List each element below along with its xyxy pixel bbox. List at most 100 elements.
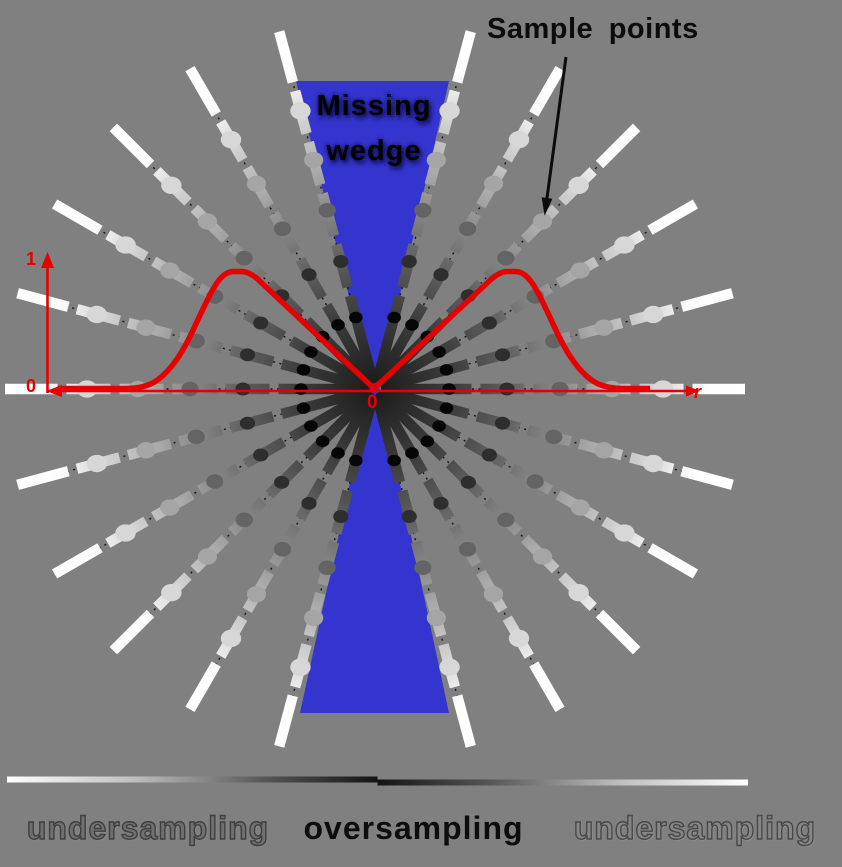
sample-point-dot bbox=[458, 541, 477, 557]
sample-point-dot bbox=[414, 560, 432, 576]
sample-point-dots bbox=[76, 102, 674, 676]
sample-point-dot bbox=[532, 548, 553, 565]
sample-point-dot bbox=[86, 454, 108, 473]
oversampling-label: oversampling bbox=[303, 810, 524, 846]
missing-wedge-line1: Missing bbox=[316, 90, 432, 122]
sample-point-dot bbox=[290, 102, 311, 120]
sample-point-dot bbox=[273, 541, 292, 557]
sample-point-dot bbox=[497, 512, 515, 528]
origin-label: 0 bbox=[367, 392, 378, 413]
sample-point-dot bbox=[508, 130, 530, 149]
sample-point-dot bbox=[181, 381, 199, 397]
sample-point-dot bbox=[315, 435, 330, 448]
sample-points-arrow bbox=[541, 56, 568, 216]
sample-point-dot bbox=[304, 346, 318, 358]
sample-point-dot bbox=[442, 383, 456, 395]
frequency-axis-arrow-right bbox=[686, 385, 700, 397]
sample-point-dot bbox=[197, 548, 218, 565]
sample-point-dot bbox=[115, 236, 136, 254]
sample-point-dot bbox=[433, 496, 449, 510]
undersampling-left-label: undersampling bbox=[26, 809, 270, 846]
sample-point-dot bbox=[439, 658, 460, 676]
sample-point-dot bbox=[161, 583, 182, 602]
sample-points-arrow-line bbox=[545, 56, 568, 199]
sample-point-dot bbox=[614, 236, 635, 254]
sample-point-dot bbox=[301, 496, 317, 510]
sample-point-dot bbox=[304, 420, 318, 432]
gradient-bar-right bbox=[377, 779, 748, 786]
sample-point-dot bbox=[432, 346, 446, 358]
sample-point-dot bbox=[86, 305, 108, 324]
sample-point-dot bbox=[136, 442, 156, 459]
sample-point-dot bbox=[160, 499, 180, 516]
sample-point-dot bbox=[460, 475, 476, 489]
undersampling-right-label: undersampling bbox=[573, 809, 817, 846]
sample-point-dot bbox=[458, 221, 477, 237]
sample-point-dot bbox=[481, 448, 497, 462]
sample-point-dot bbox=[239, 348, 256, 362]
sample-point-dot bbox=[161, 176, 182, 195]
sample-point-dot bbox=[331, 447, 345, 459]
sample-point-dot bbox=[545, 429, 563, 445]
sample-point-dot bbox=[426, 151, 446, 169]
y-axis-tick-0: 0 bbox=[26, 376, 37, 396]
sample-point-dot bbox=[220, 629, 242, 648]
sample-point-dot bbox=[246, 586, 267, 603]
sample-point-dot bbox=[115, 524, 136, 542]
sample-point-dot bbox=[331, 319, 345, 331]
sample-point-dot bbox=[387, 311, 401, 324]
sample-point-dot bbox=[551, 381, 569, 397]
sample-point-dot bbox=[420, 435, 435, 448]
sample-point-dot bbox=[273, 221, 292, 237]
sample-points-label: Sample points bbox=[487, 13, 699, 45]
sample-point-dot bbox=[494, 416, 511, 430]
density-curve-left bbox=[58, 268, 376, 392]
sample-point-dot bbox=[414, 202, 432, 218]
sample-point-dot bbox=[349, 311, 363, 324]
sample-point-dot bbox=[499, 382, 515, 396]
sample-point-dot bbox=[401, 510, 417, 523]
sample-point-dot bbox=[405, 319, 419, 331]
missing-wedge-label: Missing wedge bbox=[286, 84, 462, 174]
sample-point-dot bbox=[253, 448, 269, 462]
sample-point-dot bbox=[433, 268, 449, 282]
sample-point-dot bbox=[568, 176, 589, 195]
sample-point-dot bbox=[333, 255, 349, 268]
sample-point-dot bbox=[301, 268, 317, 282]
sample-point-dot bbox=[235, 512, 253, 528]
sample-point-dot bbox=[290, 658, 311, 676]
sample-point-dot bbox=[197, 213, 218, 230]
missing-wedge-line2: wedge bbox=[326, 135, 422, 167]
density-y-axis-arrow bbox=[41, 252, 54, 268]
sample-point-dot bbox=[483, 175, 504, 192]
sample-point-dot bbox=[526, 474, 544, 489]
sample-point-dot bbox=[532, 213, 553, 230]
y-axis-tick-1: 1 bbox=[26, 249, 37, 269]
sample-point-dot bbox=[568, 583, 589, 602]
sample-point-dot bbox=[426, 609, 446, 627]
sample-point-dot bbox=[642, 454, 664, 473]
sample-point-dot bbox=[405, 447, 419, 459]
sample-point-dot bbox=[318, 560, 336, 576]
sample-point-dot bbox=[439, 364, 454, 376]
sample-point-dot bbox=[570, 499, 590, 516]
sample-point-dot bbox=[235, 382, 251, 396]
sample-point-dot bbox=[594, 319, 614, 336]
sample-point-dot bbox=[497, 250, 515, 266]
sample-point-dot bbox=[594, 442, 614, 459]
sample-point-dot bbox=[652, 380, 674, 398]
sampling-density-gradient-bar bbox=[7, 776, 748, 786]
sample-point-dot bbox=[160, 262, 180, 279]
sample-point-dot bbox=[220, 130, 242, 149]
sample-point-dot bbox=[494, 348, 511, 362]
sample-point-dot bbox=[481, 316, 497, 330]
sample-point-dot bbox=[387, 454, 401, 467]
sample-point-dot bbox=[304, 151, 324, 169]
sample-point-dot bbox=[401, 255, 417, 268]
sample-point-dot bbox=[206, 474, 224, 489]
sample-point-dot bbox=[349, 454, 363, 467]
sample-point-dot bbox=[296, 364, 311, 376]
sample-point-dot bbox=[296, 402, 311, 414]
